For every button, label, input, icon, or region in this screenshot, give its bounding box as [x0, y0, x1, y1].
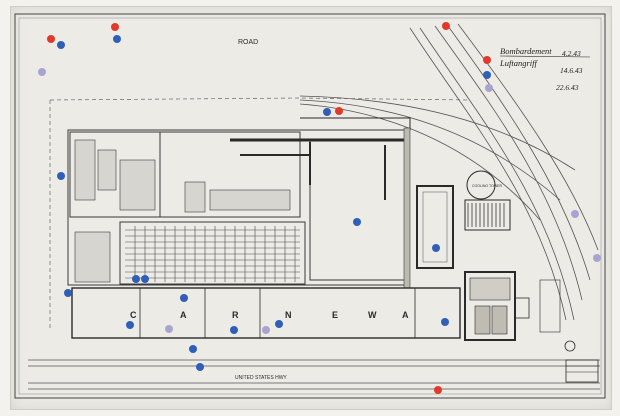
- red-marker: [47, 35, 55, 43]
- blue-marker: [323, 108, 331, 116]
- road-label-bottom: UNITED STATES HWY: [235, 375, 287, 381]
- lower-warehouse: [71, 287, 461, 339]
- cooling-tower-label: COOLING TOWER: [472, 184, 502, 188]
- blue-marker: [483, 71, 491, 79]
- blue-marker: [57, 172, 65, 180]
- title-block: [565, 359, 599, 383]
- bottom-road: [28, 359, 600, 390]
- lilac-marker: [593, 254, 601, 262]
- blue-marker: [196, 363, 204, 371]
- annotation-line2: Luftangriff: [499, 58, 538, 68]
- lilac-marker: [485, 84, 493, 92]
- outer-frame: [14, 13, 606, 399]
- blue-marker: [126, 321, 134, 329]
- blue-marker: [180, 294, 188, 302]
- storage-building-inner: [422, 191, 448, 263]
- blue-marker: [275, 320, 283, 328]
- title-block-lines: [566, 365, 598, 373]
- svg-text:A: A: [402, 310, 409, 320]
- red-marker: [442, 22, 450, 30]
- conveyor-structure: [230, 117, 411, 200]
- red-impact-markers: [47, 22, 491, 394]
- tank-farm-hatching: [467, 203, 505, 227]
- assembly-hall-hatching: [125, 226, 300, 282]
- svg-text:N: N: [285, 310, 292, 320]
- blue-marker: [353, 218, 361, 226]
- annotation-line1: Bombardement: [500, 46, 552, 56]
- cooling-tower: [466, 170, 496, 200]
- railway-tracks: [299, 23, 599, 321]
- blue-marker: [189, 345, 197, 353]
- tank-farm: [464, 199, 511, 231]
- blue-marker: [113, 35, 121, 43]
- blue-marker: [64, 289, 72, 297]
- property-line: [49, 97, 471, 101]
- svg-text:A: A: [180, 310, 187, 320]
- lilac-marker: [571, 210, 579, 218]
- annotation-date-2: 14.6.43: [560, 66, 583, 75]
- carnewa-lettering: C A R N E W A: [130, 310, 409, 320]
- red-marker: [335, 107, 343, 115]
- handwritten-annotation: Bombardement Luftangriff 4.2.43 14.6.43 …: [499, 46, 591, 92]
- blue-impact-markers: [57, 35, 491, 371]
- power-plant: [464, 271, 561, 341]
- lilac-marker: [262, 326, 270, 334]
- office-blocks: [74, 139, 291, 283]
- blue-marker: [441, 318, 449, 326]
- blue-marker: [141, 275, 149, 283]
- north-arrow: [564, 340, 576, 352]
- red-marker: [483, 56, 491, 64]
- road-label-top: ROAD: [238, 39, 258, 46]
- red-marker: [434, 386, 442, 394]
- svg-text:C: C: [130, 310, 137, 320]
- blue-marker: [132, 275, 140, 283]
- svg-text:R: R: [232, 310, 239, 320]
- lilac-marker: [38, 68, 46, 76]
- blue-marker: [57, 41, 65, 49]
- blue-marker: [230, 326, 238, 334]
- svg-text:W: W: [368, 310, 377, 320]
- svg-text:E: E: [332, 310, 338, 320]
- red-marker: [111, 23, 119, 31]
- storage-building: [416, 185, 454, 269]
- paper-sheet: [10, 6, 612, 410]
- annotation-date-1: 4.2.43: [562, 49, 581, 58]
- east-wall: [403, 127, 411, 289]
- lilac-marker: [165, 325, 173, 333]
- inner-frame: [18, 17, 602, 395]
- blue-marker: [432, 244, 440, 252]
- annotation-date-3: 22.6.43: [556, 83, 579, 92]
- lilac-impact-markers: [38, 68, 601, 334]
